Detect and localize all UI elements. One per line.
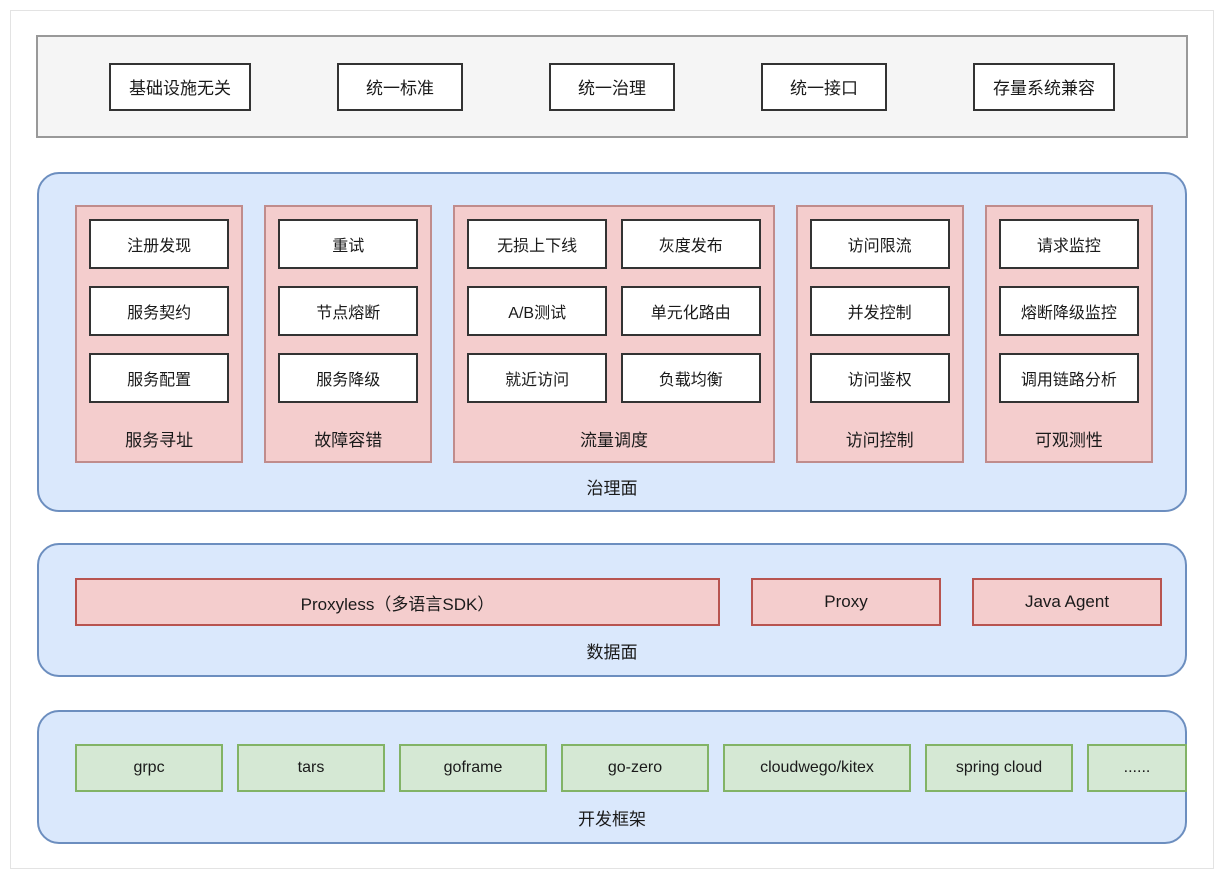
governance-capability-item: 就近访问 bbox=[467, 353, 607, 403]
governance-capability-label: 服务契约 bbox=[127, 305, 192, 322]
governance-capability-item: 访问限流 bbox=[809, 219, 950, 269]
governance-capability-grid: 无损上下线 灰度发布 A/B测试 单元化路由就近访问 负载均衡 bbox=[467, 219, 761, 416]
governance-capability-label: 访问限流 bbox=[847, 238, 912, 255]
principle-label: 统一标准 bbox=[366, 79, 434, 98]
governance-capability-item: 服务契约 bbox=[89, 286, 230, 336]
framework-box: spring cloud bbox=[925, 744, 1073, 792]
governance-capability-item: 负载均衡 bbox=[620, 353, 761, 403]
data-plane-layer: Proxyless（多语言SDK） Proxy Java Agent 数据面 bbox=[37, 543, 1187, 677]
governance-plane-caption: 治理面 bbox=[586, 479, 638, 498]
governance-group: 请求监控熔断降级监控调用链路分析可观测性 bbox=[984, 205, 1153, 463]
framework-box: goframe bbox=[399, 744, 547, 792]
governance-capability-grid: 重试节点熔断服务降级 bbox=[278, 219, 419, 416]
framework-box-label: ...... bbox=[1123, 759, 1151, 776]
governance-capability-item: 灰度发布 bbox=[620, 219, 761, 269]
governance-capability-item: 访问鉴权 bbox=[809, 353, 950, 403]
framework-box: go-zero bbox=[561, 744, 709, 792]
governance-capability-item: 重试 bbox=[278, 219, 419, 269]
framework-box-label: spring cloud bbox=[955, 759, 1043, 776]
governance-capability-label: 熔断降级监控 bbox=[1020, 305, 1117, 322]
governance-capability-item: 请求监控 bbox=[998, 219, 1139, 269]
governance-capability-label: 单元化路由 bbox=[650, 305, 731, 322]
governance-capability-grid: 请求监控熔断降级监控调用链路分析 bbox=[998, 219, 1139, 416]
governance-capability-label: 节点熔断 bbox=[316, 305, 381, 322]
governance-capability-grid: 访问限流并发控制访问鉴权 bbox=[809, 219, 950, 416]
design-principles-bar: 基础设施无关 统一标准 统一治理 统一接口 存量系统兼容 bbox=[36, 35, 1188, 138]
governance-capability-item: 并发控制 bbox=[809, 286, 950, 336]
principle-label: 存量系统兼容 bbox=[993, 79, 1095, 98]
framework-box-label: grpc bbox=[133, 759, 165, 776]
governance-capability-item: 调用链路分析 bbox=[998, 353, 1139, 403]
governance-group-title: 可观测性 bbox=[1034, 431, 1103, 450]
governance-capability-label: 调用链路分析 bbox=[1020, 372, 1117, 389]
principle-box: 统一治理 bbox=[549, 62, 675, 111]
framework-plane-caption: 开发框架 bbox=[578, 810, 646, 829]
framework-box-label: tars bbox=[297, 759, 325, 776]
principle-box: 存量系统兼容 bbox=[973, 62, 1115, 111]
governance-capability-label: 重试 bbox=[332, 238, 365, 255]
principle-label: 基础设施无关 bbox=[129, 79, 231, 98]
governance-group: 注册发现服务契约服务配置服务寻址 bbox=[75, 205, 244, 463]
governance-capability-item: 服务配置 bbox=[89, 353, 230, 403]
governance-capability-label: 访问鉴权 bbox=[847, 372, 912, 389]
framework-box-row: grpc tars goframe go-zero cloudwego/kitex spr… bbox=[75, 744, 1187, 792]
framework-box: tars bbox=[237, 744, 385, 792]
governance-capability-item: A/B测试 bbox=[467, 286, 607, 336]
governance-capability-label: 就近访问 bbox=[505, 372, 570, 389]
framework-box: ...... bbox=[1087, 744, 1187, 792]
governance-capability-label: 并发控制 bbox=[847, 305, 912, 322]
governance-group: 访问限流并发控制访问鉴权访问控制 bbox=[795, 205, 964, 463]
principle-box: 统一标准 bbox=[337, 62, 463, 111]
governance-group: 无损上下线 灰度发布 A/B测试 单元化路由就近访问 负载均衡流量调度 bbox=[453, 205, 775, 463]
data-plane-box: Proxy bbox=[751, 578, 941, 626]
data-plane-box-label: Proxyless（多语言SDK） bbox=[300, 594, 495, 614]
framework-box-label: goframe bbox=[443, 759, 503, 776]
governance-capability-item: 单元化路由 bbox=[620, 286, 761, 336]
governance-capability-label: 灰度发布 bbox=[658, 238, 723, 255]
governance-capability-item: 节点熔断 bbox=[278, 286, 419, 336]
governance-capability-label: 注册发现 bbox=[127, 238, 192, 255]
governance-capability-label: A/B测试 bbox=[508, 305, 567, 322]
governance-capability-label: 请求监控 bbox=[1036, 238, 1101, 255]
principle-box: 统一接口 bbox=[761, 62, 887, 111]
data-plane-box-row: Proxyless（多语言SDK） Proxy Java Agent bbox=[75, 578, 1162, 626]
governance-capability-label: 无损上下线 bbox=[497, 238, 578, 255]
framework-box: grpc bbox=[75, 744, 223, 792]
governance-capability-item: 无损上下线 bbox=[467, 219, 607, 269]
governance-group: 重试节点熔断服务降级故障容错 bbox=[264, 205, 433, 463]
data-plane-box: Proxyless（多语言SDK） bbox=[75, 578, 720, 626]
principle-box: 基础设施无关 bbox=[109, 62, 251, 111]
principle-label: 统一接口 bbox=[790, 79, 858, 98]
governance-capability-label: 服务降级 bbox=[316, 372, 381, 389]
framework-box: cloudwego/kitex bbox=[723, 744, 911, 792]
governance-group-title: 故障容错 bbox=[314, 431, 383, 450]
governance-group-title: 服务寻址 bbox=[125, 431, 194, 450]
governance-capability-grid: 注册发现服务契约服务配置 bbox=[89, 219, 230, 416]
governance-capability-item: 注册发现 bbox=[89, 219, 230, 269]
governance-capability-label: 负载均衡 bbox=[658, 372, 723, 389]
governance-group-title: 访问控制 bbox=[845, 431, 914, 450]
data-plane-box: Java Agent bbox=[972, 578, 1162, 626]
governance-capability-item: 服务降级 bbox=[278, 353, 419, 403]
framework-box-label: cloudwego/kitex bbox=[760, 759, 874, 776]
framework-box-label: go-zero bbox=[607, 759, 663, 776]
governance-capability-item: 熔断降级监控 bbox=[998, 286, 1139, 336]
principle-label: 统一治理 bbox=[578, 79, 646, 98]
framework-plane-layer: grpc tars goframe go-zero cloudwego/kitex spr… bbox=[37, 710, 1187, 844]
governance-capability-label: 服务配置 bbox=[127, 372, 192, 389]
data-plane-caption: 数据面 bbox=[586, 643, 638, 662]
governance-group-title: 流量调度 bbox=[579, 431, 648, 450]
data-plane-box-label: Proxy bbox=[824, 592, 868, 611]
data-plane-box-label: Java Agent bbox=[1024, 592, 1110, 611]
